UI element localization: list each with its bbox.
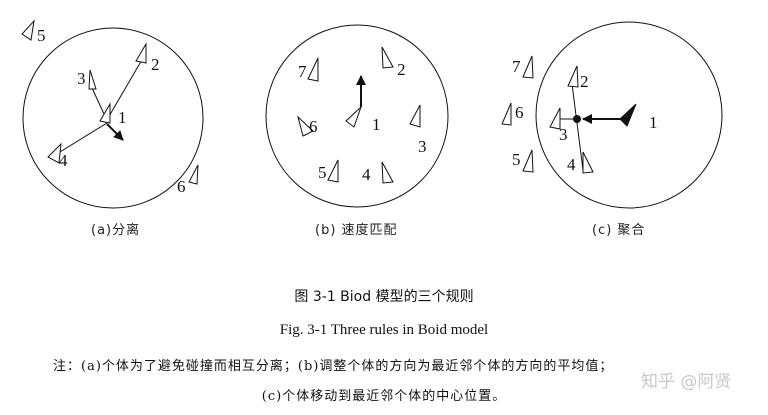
link-1-3 xyxy=(91,87,105,115)
figure-note-line-2: (c)个体移动到最近邻个体的中心位置。 xyxy=(261,389,507,404)
neighborhood-circle-c xyxy=(535,21,723,209)
boid-label: 3 xyxy=(559,125,568,144)
boid-b-5 xyxy=(327,159,339,183)
panel-label-c: (c) 聚合 xyxy=(592,223,646,238)
boid-a-1 xyxy=(99,102,111,124)
boid-b-3 xyxy=(409,104,421,128)
boid-label: 7 xyxy=(298,62,307,81)
separation-arrow xyxy=(106,123,124,141)
neighborhood-circle-a xyxy=(22,27,204,209)
figure-note-line-1: 注：(a)个体为了避免碰撞而相互分离；(b)调整个体的方向为最近邻个体的方向的平… xyxy=(53,359,614,374)
boid-label: 1 xyxy=(649,113,658,132)
boid-label: 5 xyxy=(318,163,327,182)
boid-label: 2 xyxy=(580,72,589,91)
neighbor-line-2-4 xyxy=(571,83,584,171)
watermark: 知乎 @阿贤 xyxy=(641,372,732,392)
boid-a-6 xyxy=(188,164,199,185)
boid-a-4 xyxy=(47,142,62,164)
boid-b-4 xyxy=(381,161,394,184)
panel-b-alignment: 1 2 3 4 5 6 7 xyxy=(265,24,449,208)
boid-label: 4 xyxy=(362,165,371,184)
boid-label: 3 xyxy=(418,137,427,156)
boid-label: 5 xyxy=(37,26,46,45)
boid-a-2 xyxy=(135,42,147,64)
boid-a-3 xyxy=(88,69,97,90)
panel-c-cohesion: 1 2 3 4 5 6 7 xyxy=(501,21,723,209)
boid-c-3 xyxy=(549,107,561,130)
boid-c-4 xyxy=(582,151,594,174)
panel-label-b: (b) 速度匹配 xyxy=(315,223,398,238)
boid-label: 6 xyxy=(309,117,318,136)
neighborhood-circle-b xyxy=(265,24,449,208)
figure-caption-chinese: 图 3-1 Biod 模型的三个规则 xyxy=(294,289,474,305)
boid-label: 1 xyxy=(118,108,127,127)
boid-label: 2 xyxy=(397,60,406,79)
boid-label: 3 xyxy=(77,69,86,88)
link-1-2 xyxy=(107,57,144,119)
boid-c-2 xyxy=(567,65,579,88)
boid-b-7 xyxy=(307,57,319,82)
panel-a-separation: 1 2 3 4 5 6 xyxy=(21,19,204,209)
boid-a-5 xyxy=(21,19,35,41)
figure-caption-english: Fig. 3-1 Three rules in Boid model xyxy=(279,322,489,338)
boid-label: 6 xyxy=(515,103,524,122)
boid-c-6 xyxy=(501,102,512,126)
boid-c-5 xyxy=(522,149,534,173)
boid-label: 6 xyxy=(177,177,186,196)
boid-label: 5 xyxy=(512,150,521,169)
boid-label: 1 xyxy=(372,115,381,134)
link-1-4 xyxy=(54,122,108,156)
boid-label: 4 xyxy=(59,151,68,170)
boid-label: 2 xyxy=(151,55,160,74)
boid-label: 4 xyxy=(567,155,576,174)
boid-c-7 xyxy=(522,55,534,79)
panel-label-a: (a)分离 xyxy=(91,223,141,238)
boid-b-2 xyxy=(381,46,394,69)
boid-c-1 xyxy=(619,103,637,127)
center-of-mass-dot xyxy=(573,115,581,123)
boid-b-1 xyxy=(345,106,362,128)
boid-label: 7 xyxy=(512,57,521,76)
boid-b-6 xyxy=(297,115,314,137)
